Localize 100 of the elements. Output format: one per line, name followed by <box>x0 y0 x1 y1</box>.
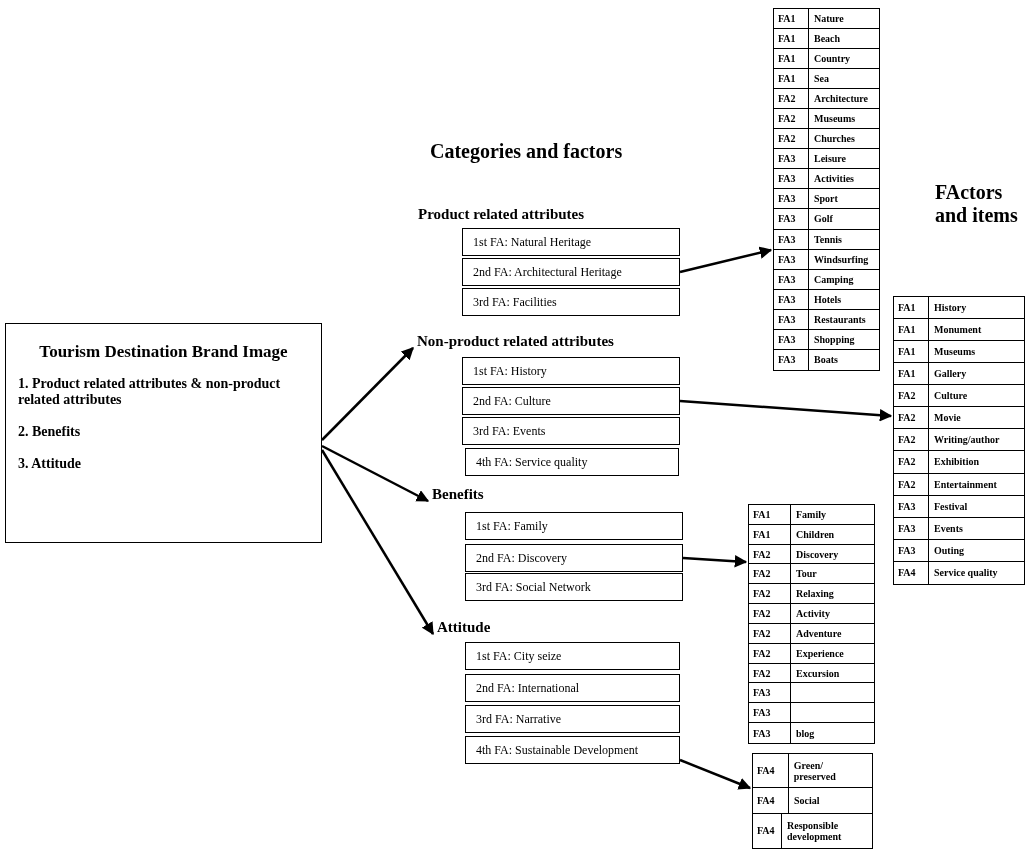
factor-box: 3rd FA: Events <box>462 417 680 445</box>
table-cell: FA1 <box>749 524 791 544</box>
table-cell: FA2 <box>749 584 791 604</box>
table-cell: FA4 <box>894 561 929 584</box>
table-cell: FA3 <box>894 495 929 517</box>
factor-box: 2nd FA: Discovery <box>465 544 683 572</box>
table-cell-text: Adventure <box>795 626 843 641</box>
table-cell-text: Gallery <box>933 367 968 382</box>
table-cell-text: Shopping <box>813 332 856 347</box>
table-cell: FA3 <box>774 149 809 169</box>
table-cell: FA3 <box>749 723 791 743</box>
table-cell: FA3 <box>774 249 809 269</box>
table-cell: FA2 <box>774 109 809 129</box>
arrow <box>682 555 748 568</box>
table-cell-text: Museums <box>933 345 977 360</box>
table-cell-text: Outing <box>933 543 965 558</box>
table-cell: FA2 <box>894 407 929 429</box>
table-cell: FA2 <box>749 564 791 584</box>
group-heading: Benefits <box>432 486 484 503</box>
table-cell: FA2 <box>774 89 809 109</box>
table-cell-text: Discovery <box>795 547 840 562</box>
table-cell-text: Experience <box>795 646 845 661</box>
table-cell-text: Exhibition <box>933 455 981 470</box>
table-cell-text: Tennis <box>813 232 843 247</box>
table-cell-text: Excursion <box>795 666 841 681</box>
section-title: Categories and factors <box>430 140 624 163</box>
arrow <box>679 758 752 790</box>
table-cell: FA1 <box>894 341 929 363</box>
factor-box: 2nd FA: Culture <box>462 387 680 415</box>
arrow <box>679 399 893 422</box>
table-cell: FA3 <box>774 289 809 309</box>
table-cell: FA2 <box>894 429 929 451</box>
factor-box: 1st FA: Natural Heritage <box>462 228 680 256</box>
table-cell: FA1 <box>774 49 809 69</box>
table-cell: FA3 <box>774 269 809 289</box>
table-cell-text: Camping <box>813 272 855 287</box>
arrow <box>321 444 430 503</box>
table-cell-text: Architecture <box>813 92 870 107</box>
data-table <box>752 753 873 849</box>
table-cell-text: Activity <box>795 607 831 622</box>
table-cell: FA1 <box>894 319 929 341</box>
table-cell: FA3 <box>774 329 809 349</box>
table-cell: FA1 <box>894 297 929 319</box>
table-cell: FA1 <box>749 505 791 524</box>
table-cell: FA2 <box>749 623 791 643</box>
table-cell-text: blog <box>795 726 816 741</box>
table-cell-text: Tour <box>795 567 818 582</box>
arrow <box>321 347 414 441</box>
table-cell: FA3 <box>774 229 809 249</box>
data-table <box>773 8 880 371</box>
table-cell: FA3 <box>774 209 809 229</box>
table-cell: FA3 <box>894 517 929 539</box>
factor-box: 4th FA: Sustainable Development <box>465 736 680 764</box>
table-cell-text: Nature <box>813 12 845 26</box>
table-cell: FA3 <box>749 683 791 703</box>
group-heading: Attitude <box>437 619 491 636</box>
table-cell: FA1 <box>774 69 809 89</box>
table-cell: FA2 <box>749 643 791 663</box>
table-cell: FA2 <box>894 451 929 473</box>
factor-box: 3rd FA: Facilities <box>462 288 680 316</box>
table-cell: FA2 <box>894 473 929 495</box>
table-cell: FA3 <box>774 189 809 209</box>
table-cell: FA3 <box>774 349 809 370</box>
data-table <box>893 296 1025 585</box>
table-cell: FA3 <box>774 309 809 329</box>
table-cell: FA4 <box>753 813 782 848</box>
table-cell: FA1 <box>774 9 809 29</box>
table-cell-text: Culture <box>933 389 969 404</box>
table-cell: FA2 <box>749 663 791 683</box>
table-cell: FA3 <box>774 169 809 189</box>
table-cell-text: Movie <box>933 411 962 426</box>
table-cell-text: Service quality <box>933 566 999 581</box>
arrow <box>679 246 773 274</box>
table-cell-text: Events <box>933 521 964 536</box>
factor-box: 2nd FA: International <box>465 674 680 702</box>
table-cell-text: Windsurfing <box>813 252 870 267</box>
table-cell: FA2 <box>894 385 929 407</box>
table-cell-text: Entertainment <box>933 477 998 492</box>
group-heading: Non-product related attributes <box>417 333 614 350</box>
table-cell-text: Golf <box>813 212 834 227</box>
table-cell: FA2 <box>749 544 791 564</box>
data-table <box>748 504 875 744</box>
table-cell-text: Monument <box>933 323 983 338</box>
table-cell-text: Boats <box>813 353 839 368</box>
factor-box: 2nd FA: Architectural Heritage <box>462 258 680 286</box>
table-cell-text: Hotels <box>813 292 843 307</box>
table-cell-text: Writing/author <box>933 433 1001 448</box>
list-item: 1. Product related attributes & non-product related attributes <box>18 376 282 408</box>
table-cell-text: Sport <box>813 192 839 207</box>
list-item: 2. Benefits <box>18 424 82 440</box>
factor-box: 4th FA: Service quality <box>465 448 679 476</box>
table-cell: FA3 <box>749 703 791 723</box>
factor-box: 1st FA: City seize <box>465 642 680 670</box>
table-cell-text: Family <box>795 507 827 522</box>
table-cell-text: Festival <box>933 499 969 514</box>
table-cell: FA1 <box>774 29 809 49</box>
table-cell-text: Museums <box>813 112 857 127</box>
table-cell-text: Churches <box>813 132 856 147</box>
table-cell-text: Green/ preserved <box>792 758 837 784</box>
table-cell-text: Responsible development <box>786 818 843 844</box>
